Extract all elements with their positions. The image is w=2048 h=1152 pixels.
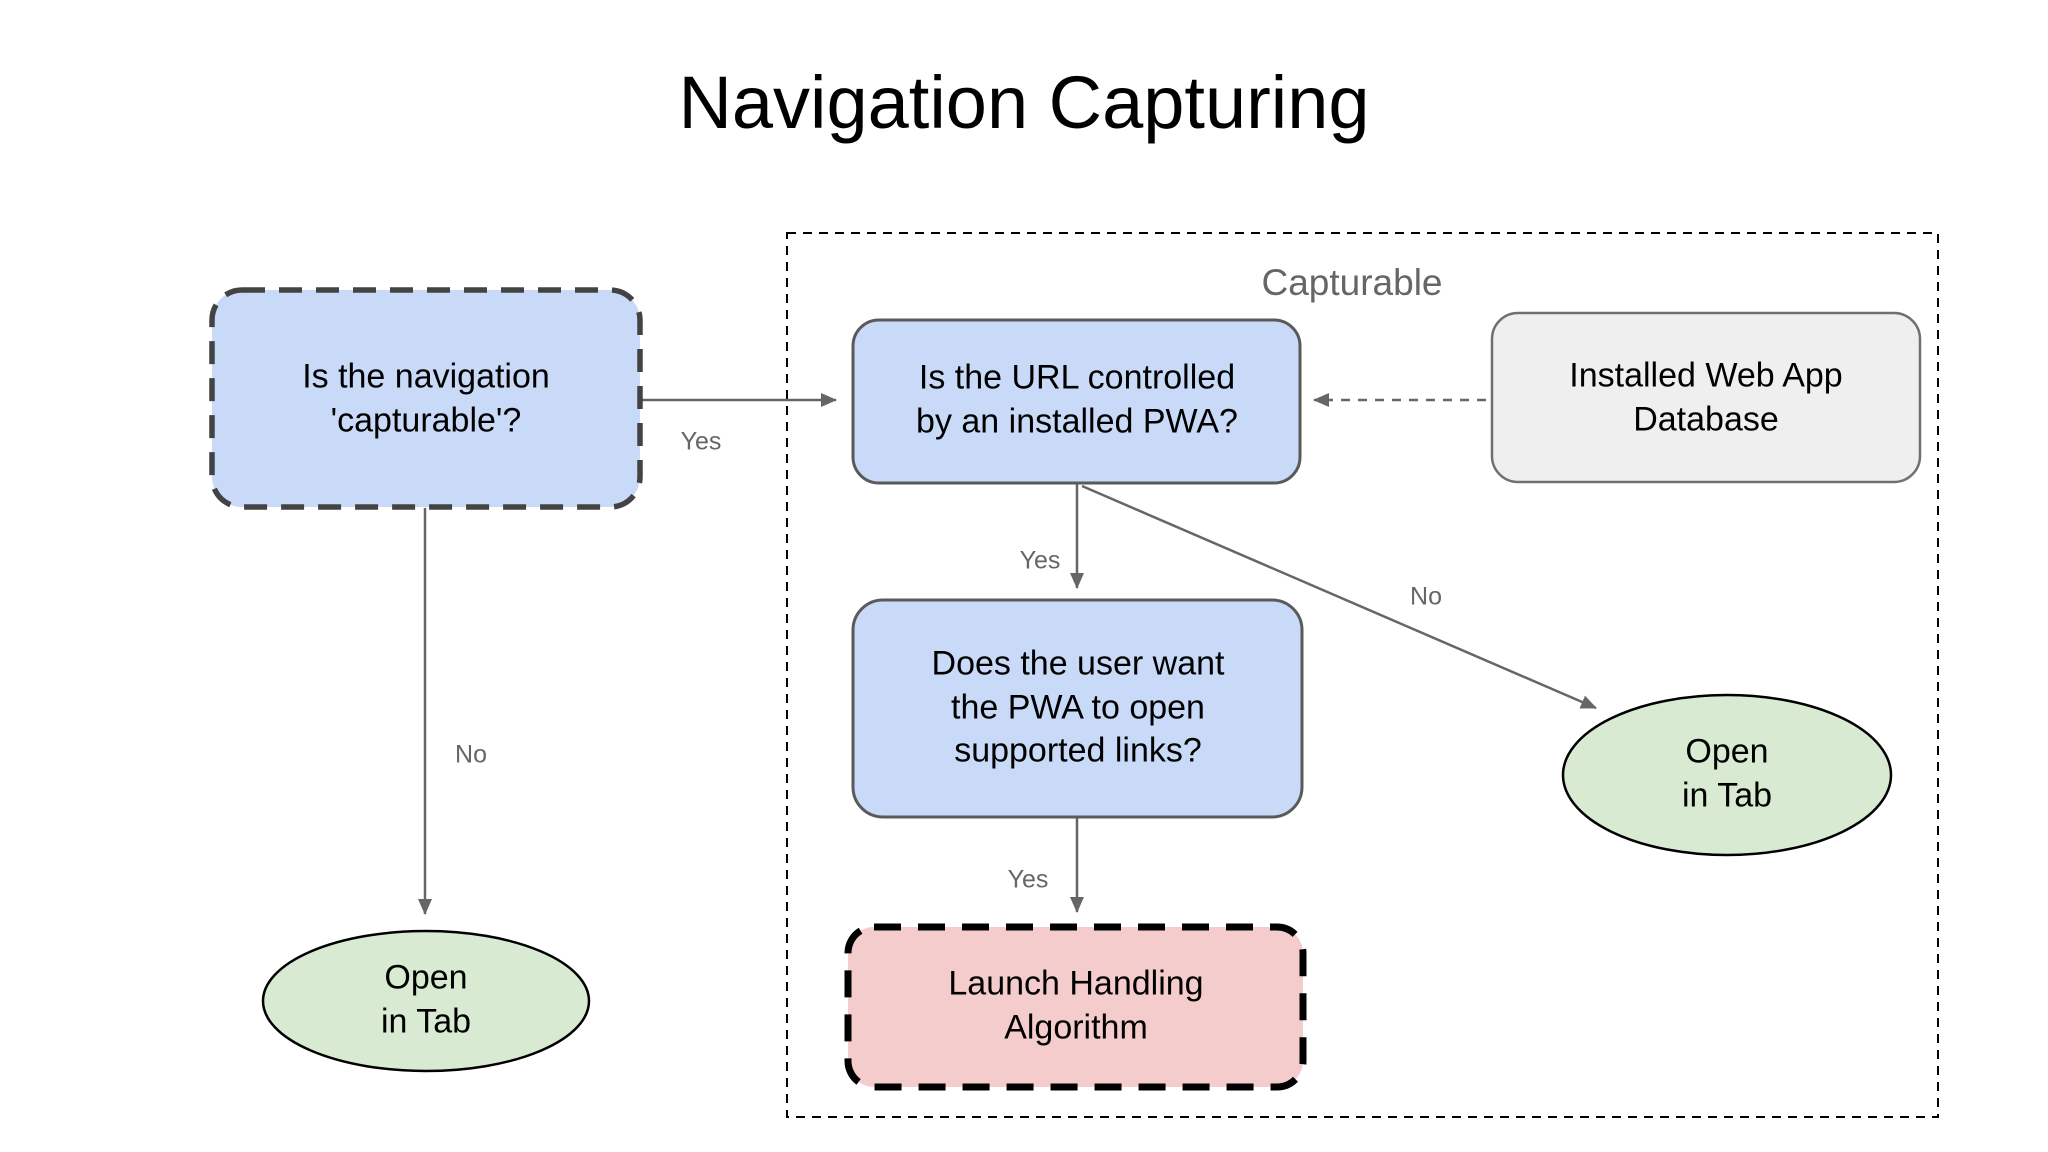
node-web-app-db-label: Installed Web App Database xyxy=(1569,356,1843,438)
node-start xyxy=(209,287,643,510)
diagram-title: Navigation Capturing xyxy=(678,61,1370,144)
node-open-in-tab-left-label: Open in Tab xyxy=(380,958,472,1040)
edge-label-user-to-launch: Yes xyxy=(1007,865,1049,894)
node-launch-handling xyxy=(844,923,1307,1091)
node-open-in-tab-right xyxy=(1561,693,1893,857)
arrow-url-to-tab xyxy=(1081,484,1597,710)
node-open-in-tab-right-label: Open in Tab xyxy=(1681,732,1773,814)
node-web-app-db xyxy=(1490,311,1922,484)
edge-label-start-to-tab: No xyxy=(455,740,487,769)
capturable-group-label: Capturable xyxy=(1261,262,1443,303)
node-start-label: Is the navigation 'capturable'? xyxy=(302,357,550,439)
capturable-group-outline xyxy=(786,232,1939,1118)
node-url-controlled xyxy=(851,318,1302,485)
edge-label-url-to-tab: No xyxy=(1410,582,1442,611)
node-user-want xyxy=(851,598,1304,819)
node-user-want-label: Does the user want the PWA to open suppo… xyxy=(931,644,1225,770)
node-url-controlled-label: Is the URL controlled by an installed PW… xyxy=(916,358,1238,440)
edge-label-start-to-url: Yes xyxy=(680,427,722,456)
node-launch-handling-label: Launch Handling Algorithm xyxy=(948,964,1204,1046)
node-open-in-tab-left xyxy=(261,929,591,1073)
edge-label-url-to-user: Yes xyxy=(1019,546,1061,575)
